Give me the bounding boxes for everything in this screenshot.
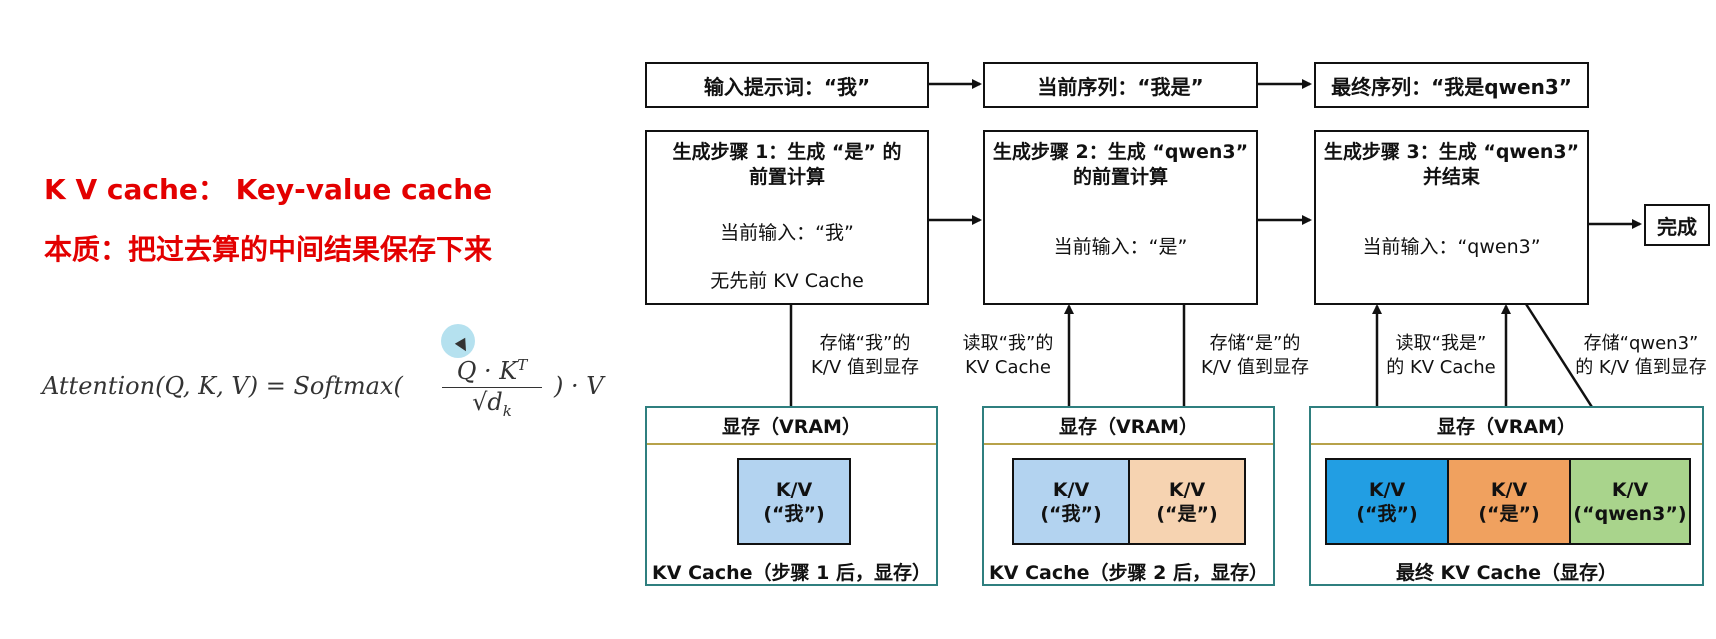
kv-cell-3-wo: K/V (“我”): [1325, 458, 1449, 545]
label-s2-store-line2: K/V 值到显存: [1201, 357, 1309, 378]
formula-denominator: √d: [472, 388, 503, 416]
heading-kv-cache: K V cache： Key-value cache: [44, 173, 493, 206]
step-1-title-line1: 生成步骤 1：生成 “是” 的: [672, 141, 902, 163]
kv-cell-3-shi: K/V (“是”): [1447, 458, 1571, 545]
step-box-3: 生成步骤 3：生成 “qwen3” 并结束 当前输入：“qwen3”: [1314, 130, 1589, 305]
top-box-current-seq-label: 当前序列：“我是”: [1037, 74, 1204, 99]
vram-1-footer: KV Cache（步骤 1 后，显存）: [652, 562, 931, 584]
step-2-title-line1: 生成步骤 2：生成 “qwen3”: [992, 141, 1249, 163]
kv-cell-1-wo: K/V (“我”): [737, 458, 851, 545]
label-s1-store-line1: 存储“我”的: [819, 333, 911, 354]
step-box-1: 生成步骤 1：生成 “是” 的前置计算 当前输入：“我” 无先前 KV Cach…: [645, 130, 929, 305]
step-3-title: 生成步骤 3：生成 “qwen3” 并结束: [1316, 140, 1587, 190]
vram-3-title: 显存（VRAM）: [1311, 408, 1702, 445]
kv-cell-2-shi-token: (“是”): [1156, 502, 1218, 525]
kv-cell-2-wo-label: K/V: [1052, 478, 1090, 501]
kv-cell-2-shi-label: K/V: [1168, 478, 1206, 501]
kv-cell-1-wo-token: (“我”): [763, 502, 825, 525]
step-1-title: 生成步骤 1：生成 “是” 的前置计算: [647, 140, 927, 190]
formula-sub: k: [502, 401, 512, 420]
label-s3-store: 存储“qwen3” 的 K/V 值到显存: [1570, 332, 1712, 380]
step-3-title-line2: 并结束: [1422, 166, 1480, 188]
formula-sup: T: [517, 356, 528, 374]
kv-cell-3-qwen3: K/V (“qwen3”): [1569, 458, 1691, 545]
heading-essence: 本质：把过去算的中间结果保存下来: [44, 233, 493, 266]
label-s1-store: 存储“我”的 K/V 值到显存: [800, 332, 930, 380]
kv-cell-2-wo-token: (“我”): [1040, 502, 1102, 525]
vram-panel-2: 显存（VRAM） K/V (“我”) K/V (“是”) KV Cache（步骤…: [982, 406, 1275, 586]
vram-1-title: 显存（VRAM）: [647, 408, 936, 445]
label-s3-store-line1: 存储“qwen3”: [1583, 333, 1699, 354]
vram-2-footer: KV Cache（步骤 2 后，显存）: [989, 562, 1268, 584]
vram-panel-1: 显存（VRAM） K/V (“我”) KV Cache（步骤 1 后，显存）: [645, 406, 938, 586]
label-s3-read-line1: 读取“我是”: [1395, 333, 1487, 354]
kv-cell-3-shi-token: (“是”): [1478, 502, 1540, 525]
kv-cell-2-wo: K/V (“我”): [1012, 458, 1130, 545]
top-box-final-seq: 最终序列：“我是qwen3”: [1314, 62, 1589, 108]
step-1-note: 无先前 KV Cache: [710, 270, 864, 292]
label-s2-read-line2: KV Cache: [965, 357, 1051, 378]
label-s2-read-line1: 读取“我”的: [962, 333, 1054, 354]
top-box-prompt: 输入提示词：“我”: [645, 62, 929, 108]
label-s3-store-line2: 的 K/V 值到显存: [1575, 357, 1707, 378]
kv-cell-3-wo-token: (“我”): [1356, 502, 1418, 525]
top-box-current-seq: 当前序列：“我是”: [983, 62, 1258, 108]
top-box-final-seq-label: 最终序列：“我是qwen3”: [1331, 74, 1572, 99]
done-label: 完成: [1657, 214, 1697, 239]
kv-cell-2-shi: K/V (“是”): [1128, 458, 1246, 545]
kv-cell-1-wo-label: K/V: [775, 478, 813, 501]
label-s3-read-line2: 的 KV Cache: [1386, 357, 1496, 378]
step-3-title-line1: 生成步骤 3：生成 “qwen3”: [1323, 141, 1580, 163]
step-box-2: 生成步骤 2：生成 “qwen3” 的前置计算 当前输入：“是”: [983, 130, 1258, 305]
done-box: 完成: [1644, 204, 1710, 246]
kv-cell-3-qwen3-token: (“qwen3”): [1573, 502, 1687, 525]
step-3-input: 当前输入：“qwen3”: [1362, 236, 1541, 258]
top-box-prompt-label: 输入提示词：“我”: [703, 74, 871, 99]
label-s2-read: 读取“我”的 KV Cache: [948, 332, 1068, 380]
step-2-input: 当前输入：“是”: [1053, 236, 1188, 258]
label-s1-store-line2: K/V 值到显存: [811, 357, 919, 378]
step-1-input: 当前输入：“我”: [720, 222, 854, 244]
label-s2-store-line1: 存储“是”的: [1209, 333, 1301, 354]
kv-cell-3-shi-label: K/V: [1490, 478, 1528, 501]
kv-cell-3-wo-label: K/V: [1368, 478, 1406, 501]
step-1-title-line2: 前置计算: [748, 166, 825, 188]
formula-rhs: ) · V: [554, 372, 604, 400]
step-2-title-line2: 的前置计算: [1072, 166, 1168, 188]
kv-cell-3-qwen3-label: K/V: [1611, 478, 1649, 501]
formula-fraction: Q · KT √dk: [432, 356, 552, 420]
formula-lhs: Attention(Q, K, V) = Softmax(: [42, 372, 403, 400]
step-2-title: 生成步骤 2：生成 “qwen3” 的前置计算: [985, 140, 1256, 190]
cursor-highlight: [441, 324, 475, 358]
formula-numerator: Q · K: [456, 357, 518, 385]
vram-panel-3: 显存（VRAM） K/V (“我”) K/V (“是”) K/V (“qwen3…: [1309, 406, 1704, 586]
label-s3-read: 读取“我是” 的 KV Cache: [1380, 332, 1502, 380]
vram-3-footer: 最终 KV Cache（显存）: [1395, 562, 1618, 584]
label-s2-store: 存储“是”的 K/V 值到显存: [1190, 332, 1320, 380]
vram-2-title: 显存（VRAM）: [984, 408, 1273, 445]
